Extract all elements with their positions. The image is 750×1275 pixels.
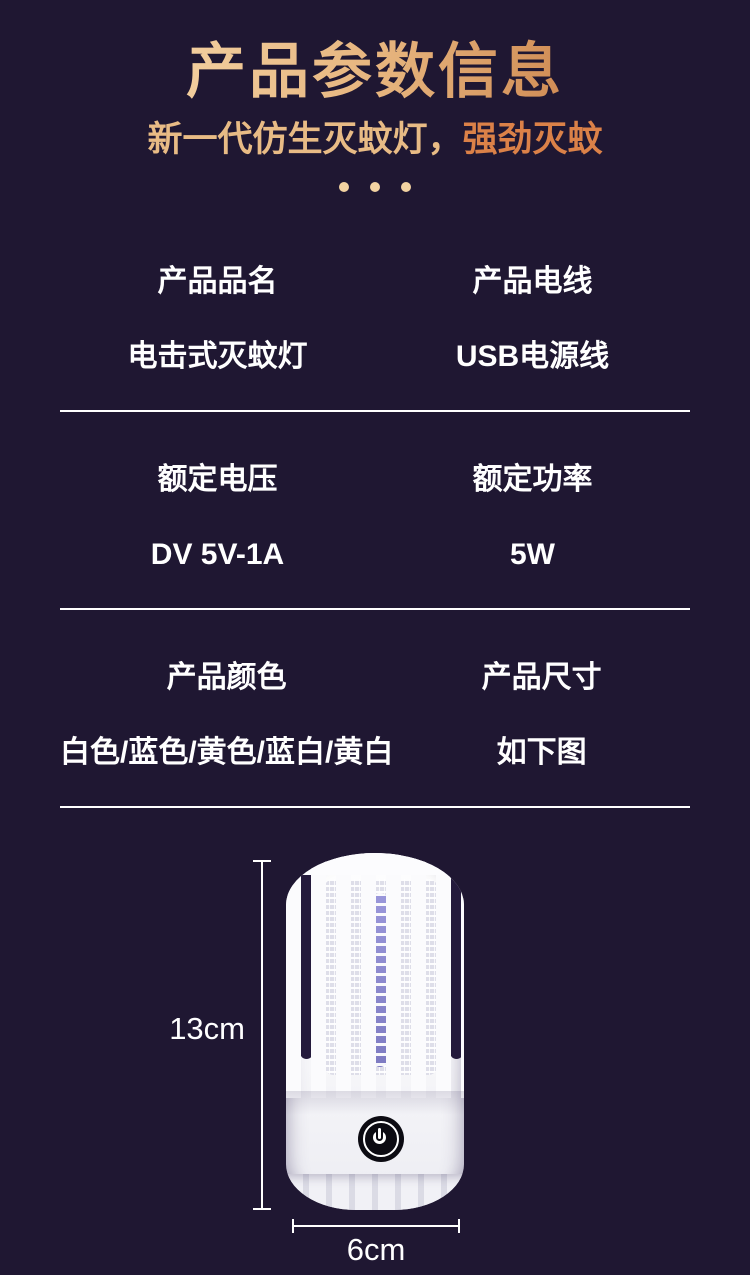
spec-cell-rated-voltage: 额定电压 DV 5V-1A xyxy=(60,412,375,608)
spec-value: 5W xyxy=(510,538,555,571)
subtitle-part1: 新一代仿生灭蚊灯， xyxy=(147,120,463,159)
dot-icon xyxy=(370,182,380,192)
header: 产品参数信息 新一代仿生灭蚊灯，强劲灭蚊 xyxy=(0,0,750,192)
dot-icon xyxy=(401,182,411,192)
spec-table: 产品品名 电击式灭蚊灯 产品电线 USB电源线 额定电压 DV 5V-1A 额定… xyxy=(60,214,690,808)
height-dimension-line xyxy=(253,860,271,1210)
power-glyph-icon xyxy=(373,1128,386,1144)
decoration-dots xyxy=(0,182,750,192)
lamp-foot xyxy=(286,1174,464,1210)
spec-cell-rated-power: 额定功率 5W xyxy=(375,412,690,608)
spec-value: USB电源线 xyxy=(455,340,610,373)
spec-cell-product-color: 产品颜色 白色/蓝色/黄色/蓝白/黄白 xyxy=(60,610,393,806)
spec-value: DV 5V-1A xyxy=(150,538,285,571)
spec-label: 产品颜色 xyxy=(166,661,287,694)
product-figure: 13cm 6cm xyxy=(0,808,750,1269)
width-dimension-line xyxy=(292,1219,460,1233)
dot-icon xyxy=(339,182,349,192)
subtitle: 新一代仿生灭蚊灯，强劲灭蚊 xyxy=(0,116,750,164)
lamp-crown xyxy=(286,853,464,875)
width-dimension-label: 6cm xyxy=(346,1232,406,1267)
spec-label: 产品电线 xyxy=(472,265,593,298)
subtitle-part2: 强劲灭蚊 xyxy=(462,120,603,159)
page-title: 产品参数信息 xyxy=(186,34,564,110)
lamp-base-shadow xyxy=(286,1091,464,1115)
spec-row-voltage-power: 额定电压 DV 5V-1A 额定功率 5W xyxy=(60,412,690,610)
spec-cell-product-wire: 产品电线 USB电源线 xyxy=(375,214,690,410)
height-dimension-label: 13cm xyxy=(169,1011,245,1046)
spec-row-name-wire: 产品品名 电击式灭蚊灯 产品电线 USB电源线 xyxy=(60,214,690,412)
spec-label: 产品品名 xyxy=(157,265,278,298)
lamp-cage xyxy=(286,853,464,1098)
product-image xyxy=(286,853,464,1210)
spec-value: 电击式灭蚊灯 xyxy=(127,340,308,373)
spec-label: 额定功率 xyxy=(472,463,593,496)
spec-label: 额定电压 xyxy=(157,463,278,496)
lamp-slats xyxy=(286,853,464,1098)
spec-row-color-size: 产品颜色 白色/蓝色/黄色/蓝白/黄白 产品尺寸 如下图 xyxy=(60,610,690,808)
spec-cell-product-size: 产品尺寸 如下图 xyxy=(393,610,690,806)
power-icon xyxy=(358,1116,404,1162)
spec-label: 产品尺寸 xyxy=(481,661,602,694)
spec-cell-product-name: 产品品名 电击式灭蚊灯 xyxy=(60,214,375,410)
spec-value: 如下图 xyxy=(496,736,587,769)
spec-value: 白色/蓝色/黄色/蓝白/黄白 xyxy=(60,736,394,769)
